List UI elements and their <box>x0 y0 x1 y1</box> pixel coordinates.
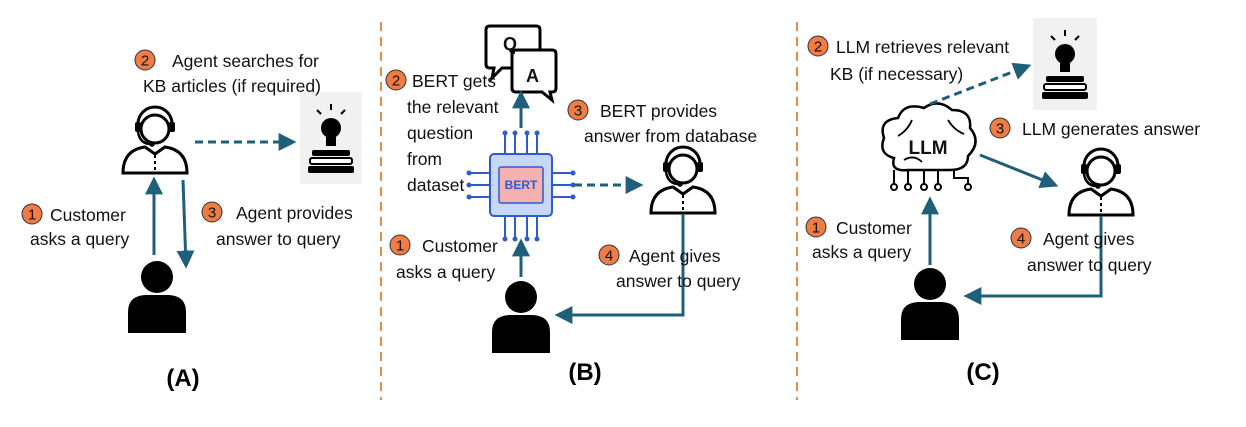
step-number: 2 <box>392 73 400 90</box>
arrow-answer-a <box>176 179 195 269</box>
step-text: dataset <box>407 175 465 195</box>
step-text: answer to query <box>616 271 741 291</box>
step-text: question <box>407 123 473 143</box>
bert-chip-label: BERT <box>505 178 538 192</box>
step-b-1: 1 Customer asks a query <box>389 234 498 282</box>
step-text: asks a query <box>30 229 129 249</box>
step-b-4: 4 Agent gives answer to query <box>598 244 741 291</box>
step-c-4: 4 Agent gives answer to query <box>1010 227 1152 275</box>
step-number: 1 <box>812 220 820 237</box>
step-text: Agent searches for <box>172 51 319 71</box>
customer-icon <box>901 268 959 340</box>
step-text: BERT gets <box>412 71 496 91</box>
step-text: Customer <box>50 205 126 225</box>
step-text: BERT provides <box>600 101 717 121</box>
step-text: KB articles (if required) <box>143 76 321 96</box>
qa-q-text: Q <box>503 34 517 54</box>
step-a-3: 3 Agent provides answer to query <box>201 201 353 249</box>
step-c-3: 3 LLM generates answer <box>989 117 1200 139</box>
arrow-answer-c <box>963 216 1103 305</box>
step-text: LLM retrieves relevant <box>836 37 1009 57</box>
step-text: LLM generates answer <box>1022 119 1200 139</box>
step-c-2: 2 LLM retrieves relevant KB (if necessar… <box>807 35 1009 84</box>
knowledge-base-icon <box>1033 18 1097 110</box>
step-number: 4 <box>605 248 613 265</box>
agent-icon <box>121 105 189 175</box>
step-number: 4 <box>1017 231 1025 248</box>
step-text: answer from database <box>584 126 757 146</box>
agent-icon <box>649 145 717 215</box>
step-a-1: 1 Customer asks a query <box>21 203 129 249</box>
qa-icon: Q A <box>484 24 558 104</box>
step-number: 1 <box>396 238 404 255</box>
step-text: asks a query <box>396 262 495 282</box>
step-text: the relevant <box>407 97 499 117</box>
qa-a-text: A <box>526 66 539 86</box>
arrow-answer-b <box>554 214 685 324</box>
panel-label-c: (C) <box>966 359 999 386</box>
step-number: 3 <box>208 205 216 222</box>
step-number: 2 <box>141 53 149 70</box>
arrow-agent-c <box>979 153 1059 189</box>
llm-brain-icon: LLM <box>881 102 977 191</box>
customer-icon <box>492 281 550 353</box>
step-b-3: 3 BERT provides answer from database <box>567 99 757 146</box>
step-text: Agent gives <box>629 246 721 266</box>
step-text: Customer <box>422 236 498 256</box>
panel-label-a: (A) <box>166 365 199 392</box>
step-number: 3 <box>996 121 1004 138</box>
panel-label-b: (B) <box>568 359 601 386</box>
customer-icon <box>128 261 186 333</box>
arrow-kb-c <box>929 62 1032 106</box>
knowledge-base-icon <box>300 92 362 184</box>
step-number: 1 <box>28 207 36 224</box>
bert-chip-icon: BERT <box>466 130 576 242</box>
step-text: from <box>407 149 442 169</box>
step-text: answer to query <box>216 229 341 249</box>
step-text: KB (if necessary) <box>830 64 963 84</box>
step-text: Customer <box>836 218 912 238</box>
step-text: Agent provides <box>236 203 353 223</box>
step-number: 2 <box>814 39 822 56</box>
agent-icon <box>1067 147 1135 217</box>
step-c-1: 1 Customer asks a query <box>805 216 912 262</box>
step-a-2: 2 Agent searches for KB articles (if req… <box>134 49 321 96</box>
step-text: answer to query <box>1027 255 1152 275</box>
step-text: asks a query <box>812 242 911 262</box>
step-b-2: 2 BERT gets the relevant question from d… <box>385 69 499 195</box>
llm-label: LLM <box>908 138 947 159</box>
step-text: Agent gives <box>1043 229 1135 249</box>
step-number: 3 <box>574 103 582 120</box>
